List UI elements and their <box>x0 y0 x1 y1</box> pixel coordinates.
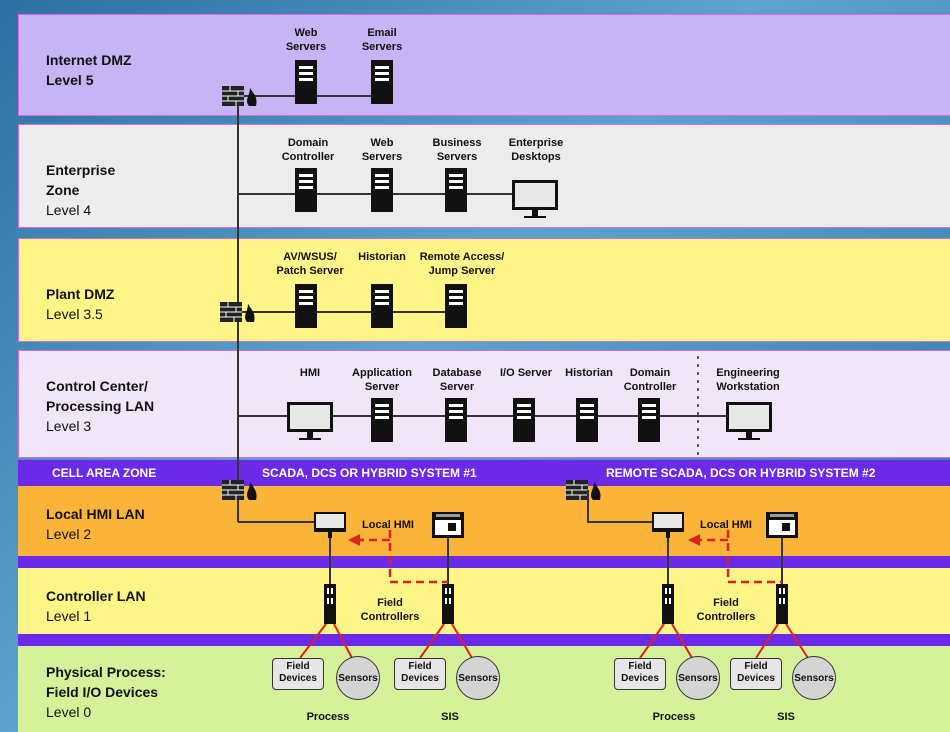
separator-bar <box>18 556 950 568</box>
domain-controller-icon <box>295 168 317 212</box>
label-remote-access: Remote Access/ Jump Server <box>419 251 505 277</box>
cell-area-zone-label: CELL AREA ZONE <box>52 466 157 480</box>
label-sis: SIS <box>441 711 459 723</box>
zone-level-3 <box>18 350 950 458</box>
label-hmi: HMI <box>299 367 321 379</box>
io-server-icon <box>513 398 535 442</box>
label-field-controllers: Field Controllers <box>360 597 420 623</box>
sensors-circle: Sensors <box>792 656 836 700</box>
local-hmi-icon <box>314 512 346 538</box>
label-sis: SIS <box>777 711 795 723</box>
label-domain-controller: Domain Controller <box>623 367 677 393</box>
patch-server-icon <box>295 284 317 328</box>
label-business-servers: Business Servers <box>432 137 482 163</box>
label-web-servers: Web Servers <box>361 137 403 163</box>
firewall-icon <box>219 301 256 323</box>
label-process: Process <box>306 711 350 723</box>
sensors-circle: Sensors <box>456 656 500 700</box>
label-io-server: I/O Server <box>500 367 552 379</box>
application-server-icon <box>371 398 393 442</box>
label-local-hmi: Local HMI <box>362 519 414 531</box>
label-domain-controller: Domain Controller <box>281 137 335 163</box>
field-connections <box>299 623 809 659</box>
field-devices-box: Field Devices <box>614 658 666 690</box>
field-controller-icon <box>776 584 788 624</box>
field-devices-box: Field Devices <box>394 658 446 690</box>
label-web-servers: Web Servers <box>285 27 327 53</box>
label-process: Process <box>652 711 696 723</box>
zone-level-4 <box>18 124 950 228</box>
zone-level-5 <box>18 14 950 116</box>
field-controller-icon <box>442 584 454 624</box>
email-server-icon <box>371 60 393 104</box>
label-email-servers: Email Servers <box>361 27 403 53</box>
local-hmi-panel-icon <box>432 512 464 538</box>
label-local-hmi: Local HMI <box>700 519 752 531</box>
firewall-icon <box>221 479 258 501</box>
historian-server-icon <box>576 398 598 442</box>
firewall-icon <box>221 85 258 107</box>
web-server-icon <box>295 60 317 104</box>
separator-bar <box>18 634 950 646</box>
label-database-server: Database Server <box>432 367 482 393</box>
local-hmi-icon <box>652 512 684 538</box>
firewall-icon <box>565 479 602 501</box>
sensors-circle: Sensors <box>676 656 720 700</box>
field-devices-box: Field Devices <box>272 658 324 690</box>
label-enterprise-desktops: Enterprise Desktops <box>508 137 564 163</box>
local-hmi-panel-icon <box>766 512 798 538</box>
label-application-server: Application Server <box>352 367 412 393</box>
business-server-icon <box>445 168 467 212</box>
label-field-controllers: Field Controllers <box>696 597 756 623</box>
field-controller-icon <box>662 584 674 624</box>
system-1-label: SCADA, DCS OR HYBRID SYSTEM #1 <box>262 466 477 480</box>
zone-level-3-5 <box>18 238 950 342</box>
database-server-icon <box>445 398 467 442</box>
field-devices-box: Field Devices <box>730 658 782 690</box>
field-controller-icon <box>324 584 336 624</box>
historian-server-icon <box>371 284 393 328</box>
label-patch-server: AV/WSUS/ Patch Server <box>276 251 344 277</box>
system-2-label: REMOTE SCADA, DCS OR HYBRID SYSTEM #2 <box>606 466 876 480</box>
domain-controller-icon <box>638 398 660 442</box>
jump-server-icon <box>445 284 467 328</box>
web-server-icon <box>371 168 393 212</box>
engineering-workstation-icon <box>726 402 772 440</box>
hmi-monitor-icon <box>287 402 333 440</box>
sensors-circle: Sensors <box>336 656 380 700</box>
zone-level-1 <box>18 568 950 634</box>
label-historian: Historian <box>358 251 406 263</box>
label-historian: Historian <box>565 367 613 379</box>
desktop-monitor-icon <box>512 180 558 218</box>
cell-area-zone-header <box>18 460 950 486</box>
label-engineering-workstation: Engineering Workstation <box>716 367 780 393</box>
